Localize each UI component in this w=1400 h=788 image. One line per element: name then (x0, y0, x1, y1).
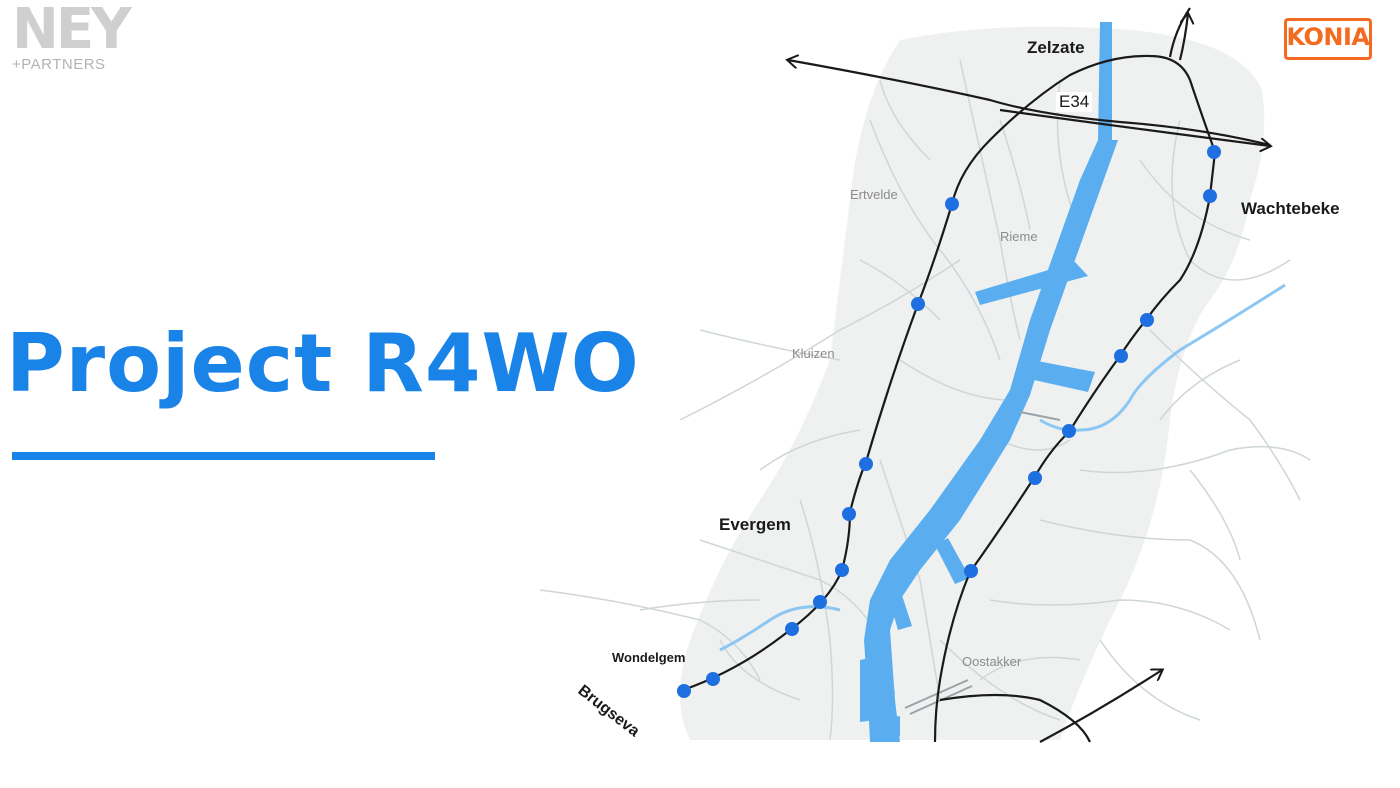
page-title: Project R4WO (6, 317, 640, 410)
route-stop (1114, 349, 1128, 363)
e34-road-east (999, 108, 1270, 146)
place-label-wondelgem: Wondelgem (612, 650, 686, 665)
partners-logo-text: +PARTNERS (12, 56, 106, 73)
ney-logo-text: NEY (12, 0, 132, 62)
road-label-e34: E34 (1056, 92, 1093, 112)
konia-logo-text: KONIA (1286, 23, 1370, 51)
route-stop (945, 197, 959, 211)
route-stop (813, 595, 827, 609)
ney-partners-logo: NEY +PARTNERS (8, 2, 158, 74)
route-stop (1028, 471, 1042, 485)
place-label-zelzate: Zelzate (1027, 38, 1085, 57)
konia-logo: KONIA (1284, 18, 1372, 60)
route-stop (1140, 313, 1154, 327)
route-stop (1207, 145, 1221, 159)
place-label-oostakker: Oostakker (962, 654, 1022, 669)
route-stop (706, 672, 720, 686)
minor-roads (539, 59, 1311, 741)
route-stop (964, 564, 978, 578)
south-road (939, 693, 1092, 743)
place-label-evergem: Evergem (719, 515, 791, 534)
route-stop (1062, 424, 1076, 438)
route-stop (859, 457, 873, 471)
place-label-kluizen: Kluizen (792, 346, 835, 361)
route-stop (677, 684, 691, 698)
route-stop (842, 507, 856, 521)
north-road (1178, 14, 1188, 61)
route-stop (1203, 189, 1217, 203)
e34-road (788, 60, 1271, 147)
route-stop (911, 297, 925, 311)
place-label-wachtebeke: Wachtebeke (1241, 199, 1340, 218)
northwest-road (1168, 7, 1191, 58)
route-stop (835, 563, 849, 577)
place-label-ertvelde: Ertvelde (850, 187, 898, 202)
route-stops (677, 145, 1221, 698)
land-area (680, 26, 1265, 740)
place-label-rieme: Rieme (1000, 229, 1038, 244)
konia-logo-frame (1284, 18, 1372, 60)
southeast-road (1039, 670, 1162, 743)
canal (860, 22, 1118, 742)
route-stop (785, 622, 799, 636)
title-underline (12, 452, 435, 460)
